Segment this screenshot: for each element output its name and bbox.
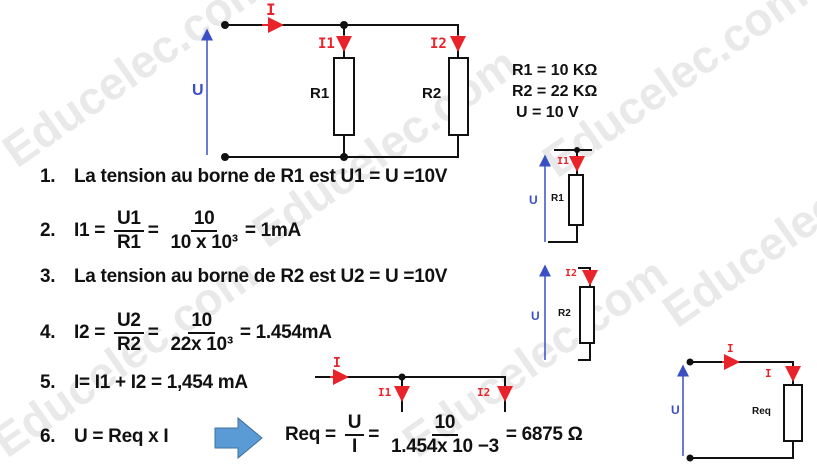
current-label: I1 <box>318 36 335 52</box>
equals: = <box>147 322 159 344</box>
given-u: U = 10 V <box>516 104 579 121</box>
resistor-label: R2 <box>558 308 571 319</box>
step-number: 5. <box>40 372 56 393</box>
main-circuit <box>225 24 803 459</box>
result: = 1.454mA <box>239 322 332 344</box>
denominator: R2 <box>117 334 141 355</box>
voltage-label: U <box>192 82 204 99</box>
step-text: U = Req x I <box>74 426 169 447</box>
current-label: I2 <box>477 386 491 399</box>
denominator: R1 <box>117 232 141 253</box>
step-text: I= I1 + I2 = 1,454 mA <box>74 372 248 393</box>
formula-lhs: I2 = <box>74 322 106 344</box>
resistor-label: R1 <box>551 193 564 204</box>
voltage-label: U <box>531 309 540 323</box>
given-r2: R2 = 22 KΩ <box>512 83 598 100</box>
numerator: U1 <box>114 208 144 232</box>
formula-lhs: I1 = <box>74 220 106 242</box>
current-label: I <box>765 367 772 380</box>
denominator: 10 x 10³ <box>170 232 239 253</box>
step-number: 2. <box>40 220 56 242</box>
voltage-label: U <box>529 193 538 207</box>
formula-lhs: Req = <box>285 424 336 446</box>
step-text: La tension au borne de R2 est U2 = U =10… <box>74 266 448 287</box>
resistor-label: R2 <box>422 85 442 102</box>
current-label: I <box>333 356 341 371</box>
step-3: 3. La tension au borne de R2 est U2 = U =… <box>40 266 447 288</box>
resistor-label: Req <box>752 406 771 417</box>
given-r1: R1 = 10 KΩ <box>512 62 598 79</box>
step-6: 6. U = Req x I <box>40 426 169 448</box>
equals: = <box>368 424 379 446</box>
denominator: 22x 10³ <box>170 334 234 355</box>
step-1: 1. La tension au borne de R1 est U1 = U =… <box>40 166 447 188</box>
step-number: 6. <box>40 426 56 447</box>
step-number: 3. <box>40 266 56 287</box>
numerator: 10 <box>188 310 215 334</box>
numerator: U <box>344 412 365 436</box>
numerator: 10 <box>190 208 218 232</box>
current-label: I2 <box>565 268 578 279</box>
current-label: I1 <box>557 156 570 167</box>
arrow-right-icon <box>214 416 263 460</box>
denominator: 1.454x 10 −3 <box>390 436 499 457</box>
step-5: 5. I= I1 + I2 = 1,454 mA <box>40 372 248 394</box>
current-label: I <box>727 342 734 355</box>
voltage-label: U <box>671 403 680 417</box>
denominator: I <box>351 436 357 457</box>
current-label: I1 <box>378 386 392 399</box>
result: = 6875 Ω <box>505 424 583 446</box>
numerator: 10 <box>431 412 459 436</box>
step-number: 4. <box>40 322 56 344</box>
numerator: U2 <box>114 310 144 334</box>
step-number: 1. <box>40 166 56 187</box>
result: = 1mA <box>244 220 301 242</box>
given-values: R1 = 10 KΩ R2 = 22 KΩ U = 10 V <box>512 60 597 123</box>
step-text: La tension au borne de R1 est U1 = U =10… <box>74 166 448 187</box>
resistor-label: R1 <box>310 85 330 102</box>
equals: = <box>147 220 159 242</box>
current-label: I <box>266 0 276 19</box>
current-label: I2 <box>430 36 447 52</box>
